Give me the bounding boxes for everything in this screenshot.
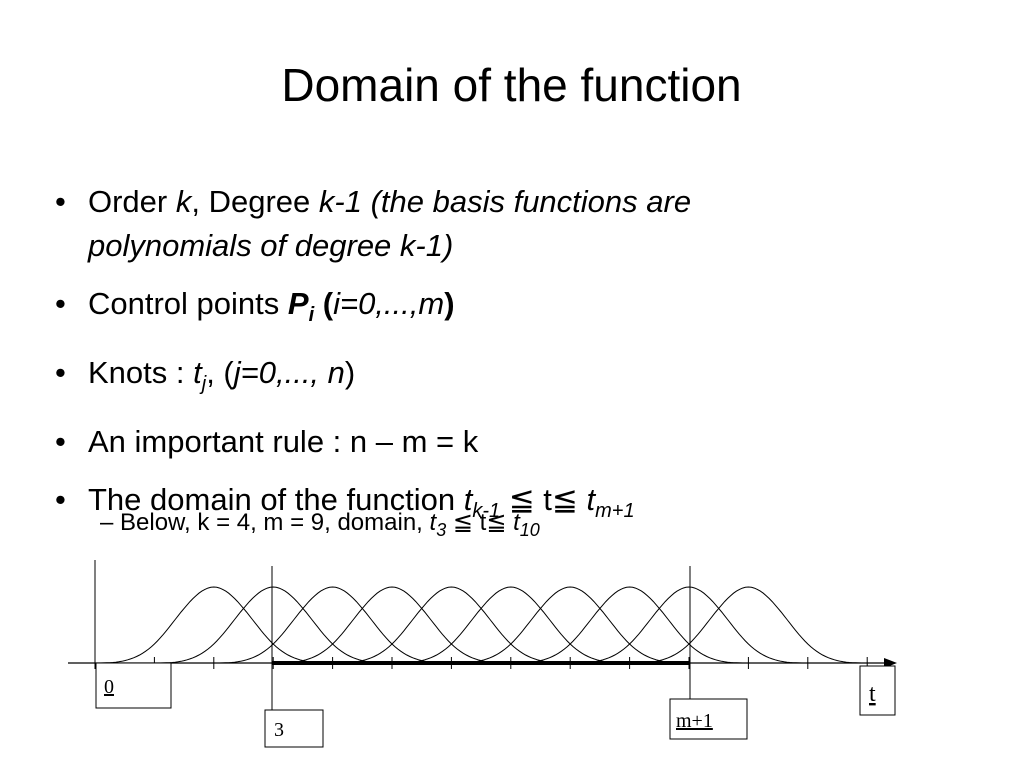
label-box-0 — [95, 662, 172, 709]
basis-curve — [451, 586, 689, 664]
bullet-text: Control points — [88, 286, 288, 321]
label-m1: m+1 — [676, 710, 713, 732]
bullet-text: An important rule : n – m = k — [88, 424, 479, 460]
label-3: 3 — [274, 719, 284, 741]
bullet-text: polynomials of degree k-1) — [88, 228, 454, 263]
label-0: 0 — [104, 676, 114, 698]
bullet-rule: An important rule : n – m = k — [55, 420, 955, 464]
bullet-subscript: j — [201, 373, 207, 396]
bullet-knots: Knots : tj, (j=0,..., n) — [55, 351, 955, 406]
bullet-domain: The domain of the function tk-1 ≦ t≦ tm+… — [55, 478, 955, 533]
bullet-subscript: m+1 — [595, 500, 635, 523]
basis-curve — [570, 586, 808, 664]
sub-bullet-text: ≦ t≦ — [446, 509, 514, 536]
basis-curves — [95, 586, 868, 664]
bullet-text: Order — [88, 184, 176, 219]
sub-bullet-subscript: 10 — [519, 519, 540, 540]
bullet-text: , ( — [206, 355, 234, 391]
slide-title: Domain of the function — [281, 59, 742, 111]
bullet-text: k-1 — [318, 184, 362, 219]
basis-curve — [154, 586, 392, 664]
bullet-text: The domain of the function — [88, 482, 464, 518]
bullet-text: t — [193, 355, 202, 391]
bullet-order-degree: Order k, Degree k-1 (the basis functions… — [55, 180, 955, 268]
bullet-text: ) — [344, 355, 356, 391]
bullet-text: ≦ t≦ — [500, 482, 587, 518]
label-box-m1 — [669, 698, 748, 740]
bullet-text: Knots : — [88, 355, 194, 391]
bullet-text: P — [287, 286, 309, 321]
basis-curve — [332, 586, 571, 664]
label-t: t — [869, 681, 876, 707]
bullet-control-points: Control points Pi (i=0,...,m) — [55, 282, 955, 337]
bullet-list: Order k, Degree k-1 (the basis functions… — [55, 180, 955, 534]
bullet-text: ( — [314, 286, 334, 321]
basis-curve — [213, 586, 452, 664]
label-box-3 — [264, 709, 324, 748]
basis-curve — [392, 586, 630, 664]
bullet-subscript: k-1 — [472, 500, 501, 523]
label-box-t — [859, 665, 896, 716]
sub-bullet-example: – Below, k = 4, m = 9, domain, t3 ≦ t≦ t… — [100, 508, 540, 545]
basis-curve — [95, 586, 333, 664]
bullet-text: , Degree — [191, 184, 319, 219]
basis-curve — [273, 586, 511, 664]
bullet-text: j=0,..., n — [233, 355, 345, 391]
bullet-subscript: i — [308, 304, 315, 327]
bullet-text: ) — [444, 286, 455, 321]
sub-bullet-text: t — [429, 509, 437, 536]
bullet-text: t — [463, 482, 473, 518]
bullet-text: (the basis functions are — [361, 184, 692, 219]
sub-bullet-text: – Below, k = 4, m = 9, domain, — [100, 509, 430, 536]
basis-curve — [510, 586, 749, 664]
bullet-text: k — [175, 184, 192, 219]
sub-bullet-text: t — [513, 509, 520, 536]
bullet-text: i=0,...,m — [333, 286, 445, 321]
sub-bullet-subscript: 3 — [436, 519, 447, 540]
bullet-text: t — [586, 482, 596, 518]
basis-curve — [629, 586, 868, 664]
